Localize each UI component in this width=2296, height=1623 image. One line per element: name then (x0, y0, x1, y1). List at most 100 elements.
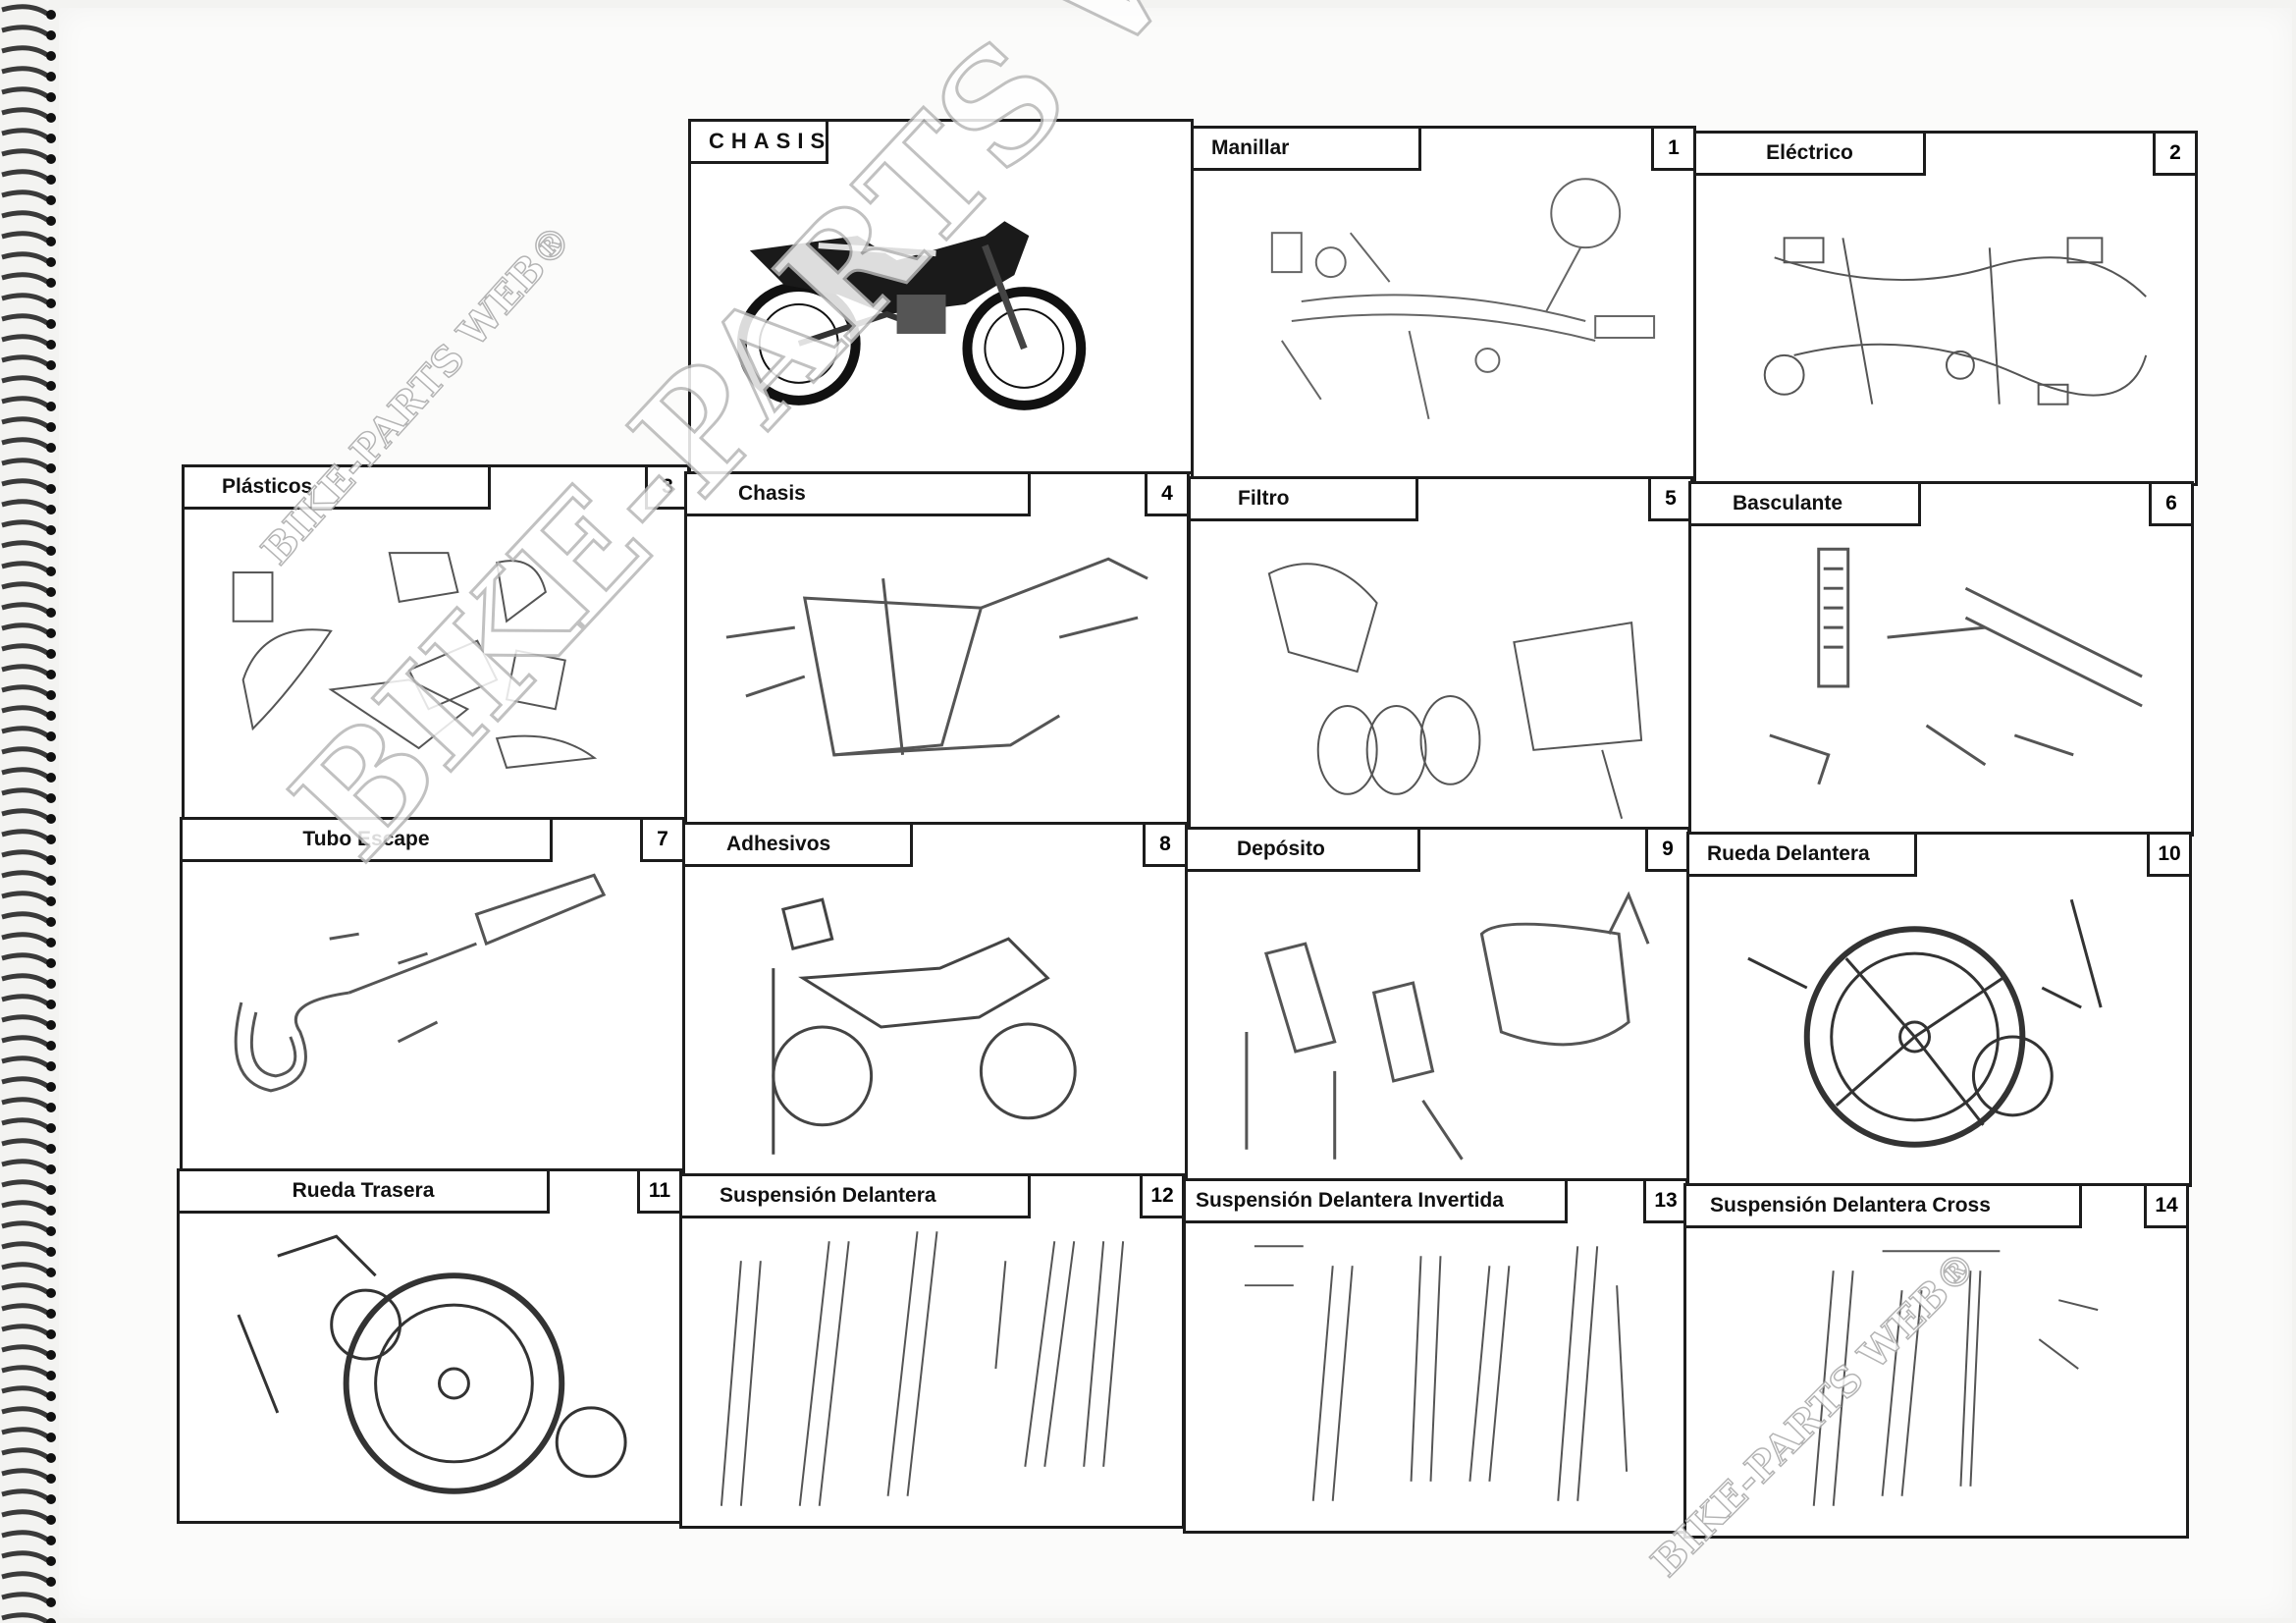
spiral-ring (1, 499, 49, 512)
spiral-ring (1, 293, 49, 305)
spiral-ring (1, 911, 49, 924)
spiral-hole (46, 134, 56, 143)
spiral-ring (1, 1241, 49, 1254)
spiral-ring (1, 602, 49, 615)
spiral-ring (1, 622, 49, 635)
spiral-ring (1, 1159, 49, 1171)
spiral-ring (1, 581, 49, 594)
panel-number: 8 (1143, 822, 1188, 867)
spiral-hole (46, 175, 56, 185)
swingarm-diagram (1691, 529, 2191, 834)
spiral-hole (46, 340, 56, 350)
spiral-ring (1, 1427, 49, 1439)
spiral-hole (46, 1577, 56, 1587)
spiral-ring (1, 148, 49, 161)
spiral-ring (1, 870, 49, 883)
panel-suspension-delantera[interactable]: Suspensión Delantera 12 (679, 1173, 1185, 1529)
spiral-ring (1, 664, 49, 676)
panel-chasis[interactable]: Chasis 4 (684, 471, 1190, 827)
spiral-hole (46, 505, 56, 514)
spiral-ring (1, 1385, 49, 1398)
panel-number: 4 (1145, 471, 1190, 516)
panel-suspension-delantera-invertida[interactable]: Suspensión Delantera Invertida 13 (1183, 1178, 1688, 1534)
spiral-hole (46, 257, 56, 267)
spiral-hole (46, 1618, 56, 1623)
spiral-hole (46, 1020, 56, 1030)
spiral-ring (1, 1344, 49, 1357)
inverted-suspension-diagram (1186, 1226, 1685, 1531)
spiral-ring (1, 849, 49, 862)
panel-adhesivos[interactable]: Adhesivos 8 (682, 822, 1188, 1177)
panel-tubo-escape[interactable]: Tubo Escape 7 (180, 817, 685, 1172)
panel-label: Rueda Delantera (1686, 832, 1917, 877)
header-title: CHASIS (688, 119, 828, 164)
spiral-ring (1, 1097, 49, 1109)
panel-suspension-delantera-cross[interactable]: Suspensión Delantera Cross 14 (1683, 1183, 2189, 1539)
panel-basculante[interactable]: Basculante 6 (1688, 481, 2194, 837)
panel-deposito[interactable]: Depósito 9 (1185, 827, 1690, 1182)
spiral-hole (46, 195, 56, 205)
spiral-hole (46, 546, 56, 556)
spiral-hole (46, 711, 56, 721)
spiral-ring (1, 726, 49, 738)
panel-number: 13 (1643, 1178, 1688, 1223)
spiral-hole (46, 1041, 56, 1051)
decals-diagram (685, 870, 1185, 1174)
panel-electrico[interactable]: Eléctrico 2 (1693, 131, 2198, 486)
panel-rueda-trasera[interactable]: Rueda Trasera 11 (177, 1168, 682, 1524)
panel-number: 2 (2153, 131, 2198, 176)
spiral-ring (1, 45, 49, 58)
header-panel-chasis[interactable]: CHASIS (688, 119, 1194, 474)
panel-label: Filtro (1188, 476, 1418, 521)
spiral-hole (46, 72, 56, 81)
spiral-ring (1, 396, 49, 408)
panel-rueda-delantera[interactable]: Rueda Delantera 10 (1686, 832, 2192, 1187)
spiral-ring (1, 25, 49, 37)
panel-label: Basculante (1688, 481, 1921, 526)
spiral-ring (1, 334, 49, 347)
spiral-hole (46, 1556, 56, 1566)
spiral-ring (1, 1530, 49, 1542)
panel-plasticos[interactable]: Plásticos 3 (182, 464, 690, 821)
spiral-ring (1, 1488, 49, 1501)
spiral-ring (1, 808, 49, 821)
spiral-hole (46, 979, 56, 989)
spiral-hole (46, 381, 56, 391)
panel-label: Suspensión Delantera (679, 1173, 1031, 1218)
spiral-hole (46, 422, 56, 432)
panel-manillar[interactable]: Manillar 1 (1191, 126, 1696, 481)
spiral-hole (46, 628, 56, 638)
spiral-ring (1, 1612, 49, 1623)
spiral-hole (46, 567, 56, 576)
spiral-ring (1, 540, 49, 553)
spiral-hole (46, 608, 56, 618)
spiral-ring (1, 210, 49, 223)
spiral-ring (1, 1055, 49, 1068)
spiral-ring (1, 1447, 49, 1460)
spiral-hole (46, 463, 56, 473)
panel-number: 14 (2144, 1183, 2189, 1228)
spiral-ring (1, 829, 49, 841)
spiral-ring (1, 1509, 49, 1522)
spiral-ring (1, 1220, 49, 1233)
spiral-hole (46, 1164, 56, 1174)
spiral-hole (46, 690, 56, 700)
spiral-ring (1, 375, 49, 388)
spiral-hole (46, 237, 56, 246)
spiral-hole (46, 1144, 56, 1154)
spiral-hole (46, 670, 56, 679)
front-suspension-diagram (682, 1221, 1182, 1526)
panel-label: Eléctrico (1693, 131, 1926, 176)
spiral-hole (46, 51, 56, 61)
spiral-hole (46, 1185, 56, 1195)
panel-label: Rueda Trasera (177, 1168, 550, 1214)
spiral-hole (46, 1391, 56, 1401)
panel-filtro[interactable]: Filtro 5 (1188, 476, 1693, 832)
panel-label: Suspensión Delantera Invertida (1183, 1178, 1568, 1223)
spiral-ring (1, 4, 49, 17)
spiral-hole (46, 1536, 56, 1545)
spiral-ring (1, 1262, 49, 1274)
spiral-ring (1, 1406, 49, 1419)
spiral-hole (46, 1597, 56, 1607)
